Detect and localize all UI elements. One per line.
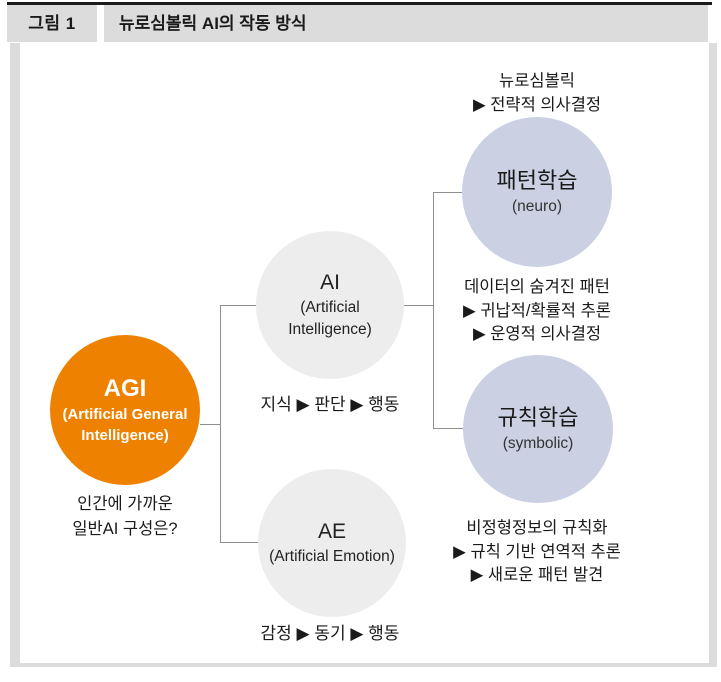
agi-caption: 인간에 가까운 일반AI 구성은? — [25, 492, 225, 542]
connector-bracket2-to-symbolic — [433, 428, 463, 429]
symbolic-circle: 규칙학습 (symbolic) — [463, 355, 613, 503]
agi-circle: AGI (Artificial General Intelligence) — [50, 335, 200, 485]
connector-bracket1-to-ai — [220, 305, 256, 306]
agi-caption-line1: 인간에 가까운 — [77, 495, 173, 513]
symbolic-note-below-line1: 비정형정보의 규칙화 — [466, 519, 608, 537]
ai-subtitle-line1: (Artificial — [300, 299, 360, 316]
neuro-subtitle: (neuro) — [512, 198, 562, 215]
ae-title: AE — [317, 520, 346, 543]
ae-caption: 감정 ▶ 동기 ▶ 행동 — [260, 624, 400, 643]
neuro-note-below: 데이터의 숨겨진 패턴 ▶ 귀납적/확률적 추론 ▶ 운영적 의사결정 — [427, 276, 647, 347]
agi-title: AGI — [103, 375, 147, 402]
agi-subtitle-line1: (Artificial General — [62, 406, 188, 423]
connector-bracket2-vertical — [433, 192, 434, 429]
ai-caption: 지식 ▶ 판단 ▶ 행동 — [260, 395, 400, 414]
ai-title: AI — [320, 271, 340, 294]
symbolic-subtitle: (symbolic) — [502, 435, 574, 452]
connector-ai-stub — [404, 305, 433, 306]
connector-agi-stub — [200, 424, 220, 425]
ai-subtitle-line2: Intelligence) — [288, 321, 372, 338]
symbolic-note-below-line2: ▶ 규칙 기반 연역적 추론 — [453, 542, 621, 561]
connector-bracket2-to-neuro — [433, 192, 462, 193]
figure-label: 그림 1 — [7, 5, 97, 42]
neuro-note-above: 뉴로심볼릭 ▶ 전략적 의사결정 — [437, 70, 637, 117]
neuro-note-above-line2: ▶ 전략적 의사결정 — [472, 95, 602, 114]
connector-bracket1-vertical — [220, 305, 221, 543]
agi-subtitle-line2: Intelligence) — [81, 427, 169, 444]
ae-subtitle-line1: (Artificial Emotion) — [269, 548, 395, 565]
neuro-note-below-line3: ▶ 운영적 의사결정 — [472, 325, 602, 343]
ae-circle: AE (Artificial Emotion) — [258, 469, 406, 617]
neuro-circle: 패턴학습 (neuro) — [462, 117, 612, 267]
symbolic-note-below: 비정형정보의 규칙화 ▶ 규칙 기반 연역적 추론 ▶ 새로운 패턴 발견 — [427, 517, 647, 588]
neuro-note-below-line1: 데이터의 숨겨진 패턴 — [464, 278, 610, 296]
neuro-title: 패턴학습 — [496, 168, 578, 193]
figure-title: 뉴로심볼릭 AI의 작동 방식 — [104, 5, 708, 42]
ai-circle: AI (Artificial Intelligence) — [256, 231, 404, 379]
neuro-note-below-line2: ▶ 귀납적/확률적 추론 — [463, 301, 611, 320]
agi-caption-line2: 일반AI 구성은? — [72, 520, 178, 538]
top-rule — [7, 2, 712, 5]
neuro-note-above-line1: 뉴로심볼릭 — [499, 72, 575, 90]
connector-bracket1-to-ae — [220, 542, 258, 543]
symbolic-title: 규칙학습 — [497, 405, 579, 430]
symbolic-note-below-line3: ▶ 새로운 패턴 발견 — [470, 566, 604, 584]
